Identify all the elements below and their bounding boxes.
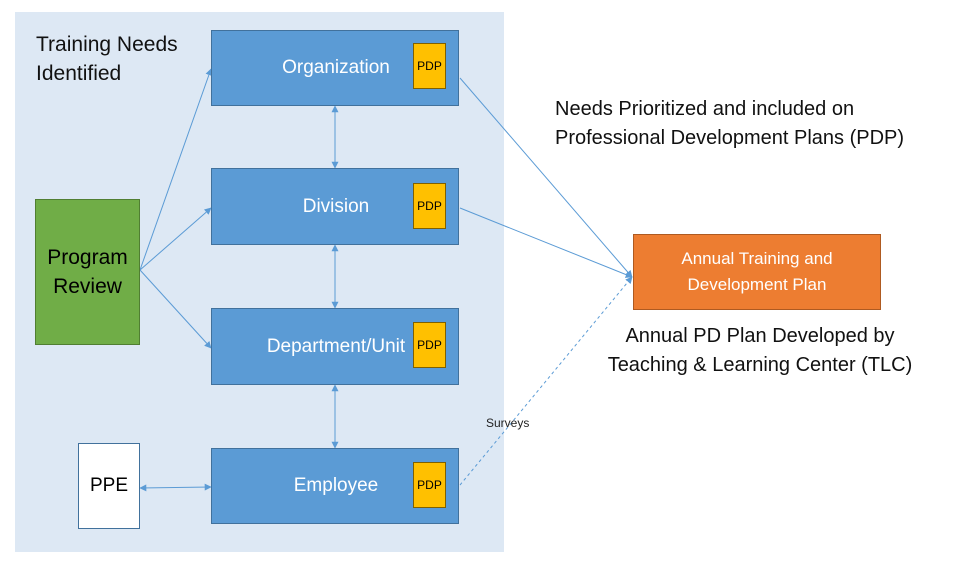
division-pdp-badge: PDP bbox=[413, 183, 446, 229]
department-pdp-badge: PDP bbox=[413, 322, 446, 368]
division-label: Division bbox=[302, 195, 370, 217]
employee-label: Employee bbox=[293, 475, 379, 496]
annual-plan-box: Annual Training and Development Plan bbox=[633, 234, 881, 310]
program-review-box: Program Review bbox=[35, 199, 140, 345]
department-label: Department/Unit bbox=[266, 335, 406, 357]
surveys-label: Surveys bbox=[486, 416, 530, 430]
arrow-program-to-division bbox=[139, 207, 212, 271]
organization-pdp-badge: PDP bbox=[413, 43, 446, 89]
needs-prioritized-caption: Needs Prioritized and included on Profes… bbox=[555, 98, 905, 149]
arrow-program-to-organization bbox=[139, 68, 213, 271]
ppe-box: PPE bbox=[78, 443, 140, 529]
employee-box: Employee bbox=[211, 448, 459, 524]
arrow-ppe-employee bbox=[139, 483, 212, 492]
arrow-employee-surveys-to-annual bbox=[459, 276, 633, 486]
arrow-program-to-department bbox=[139, 269, 212, 349]
arrow-division-to-annual bbox=[459, 207, 633, 278]
employee-pdp-badge: PDP bbox=[413, 462, 446, 508]
annual-developed-caption: Annual PD Plan Developed by Teaching & L… bbox=[607, 325, 913, 376]
arrow-organization-to-annual bbox=[459, 77, 633, 278]
panel-title: Training Needs Identified bbox=[36, 33, 178, 85]
organization-label: Organization bbox=[282, 57, 390, 78]
